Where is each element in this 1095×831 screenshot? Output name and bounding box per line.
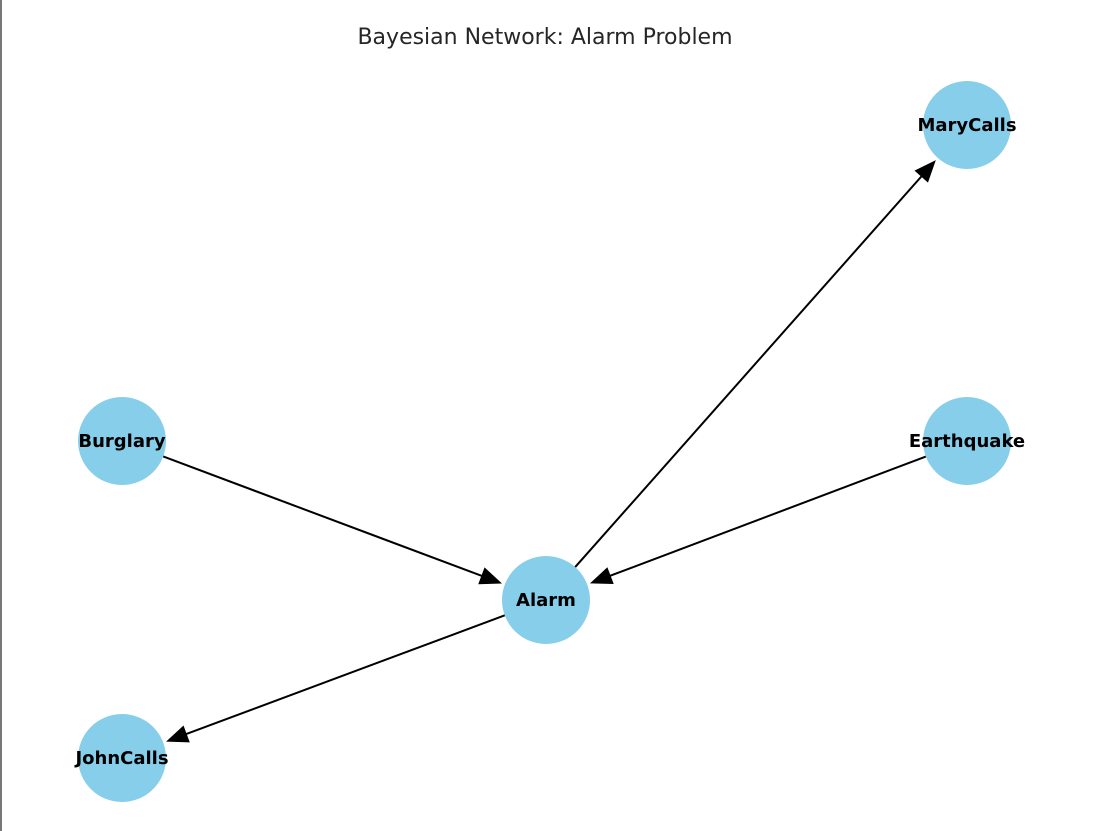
node-johncalls: JohnCalls xyxy=(73,714,169,802)
edges-layer xyxy=(162,160,936,743)
node-label-earthquake: Earthquake xyxy=(909,431,1025,452)
node-circle-johncalls xyxy=(78,714,166,802)
node-circle-burglary xyxy=(78,397,166,485)
node-earthquake: Earthquake xyxy=(909,397,1025,485)
node-label-burglary: Burglary xyxy=(78,431,165,452)
edge-burglary-to-alarm xyxy=(162,455,484,578)
node-burglary: Burglary xyxy=(78,397,166,485)
edge-alarm-to-marycalls xyxy=(574,174,924,568)
edge-alarm-to-johncalls xyxy=(184,614,506,736)
edge-alarm-to-marycalls-arrowhead xyxy=(914,160,936,183)
node-circle-earthquake xyxy=(923,397,1011,485)
node-label-johncalls: JohnCalls xyxy=(73,748,168,769)
node-label-marycalls: MaryCalls xyxy=(917,115,1016,136)
edge-alarm-to-johncalls-arrowhead xyxy=(166,725,190,743)
edge-earthquake-to-alarm xyxy=(608,455,927,578)
node-alarm: Alarm xyxy=(502,556,590,644)
edge-burglary-to-alarm-arrowhead xyxy=(478,567,502,585)
node-marycalls: MaryCalls xyxy=(917,81,1017,169)
node-circle-marycalls xyxy=(923,81,1011,169)
node-circle-alarm xyxy=(502,556,590,644)
node-label-alarm: Alarm xyxy=(516,590,576,611)
figure-title: Bayesian Network: Alarm Problem xyxy=(357,25,732,50)
edge-earthquake-to-alarm-arrowhead xyxy=(589,567,614,585)
